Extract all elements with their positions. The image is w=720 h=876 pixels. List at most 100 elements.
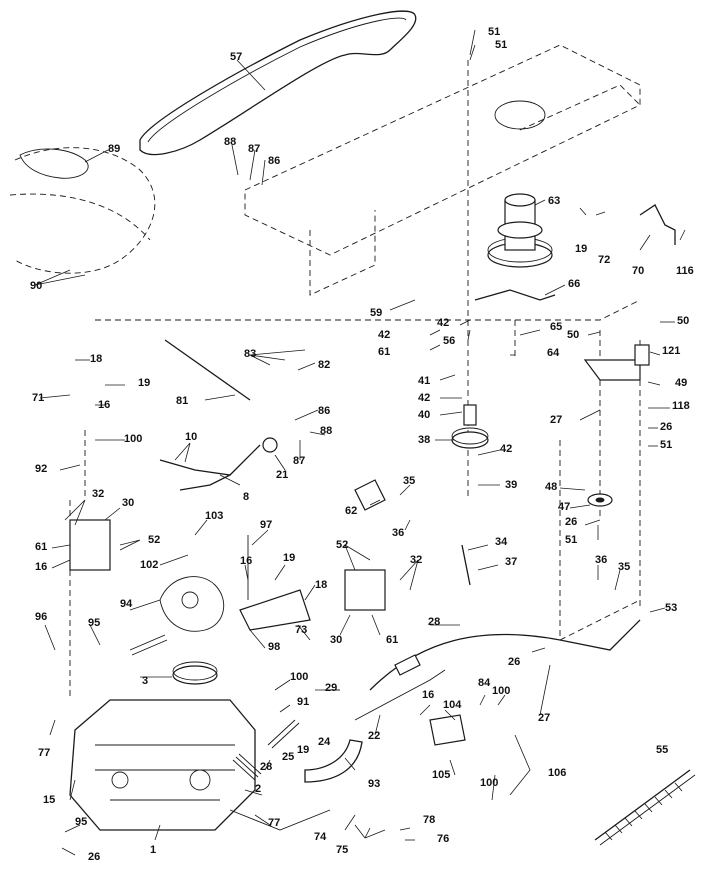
label-86: 86 (268, 155, 281, 167)
label-26: 26 (508, 656, 521, 668)
label-88: 88 (320, 425, 333, 437)
label-91: 91 (297, 696, 310, 708)
label-77: 77 (268, 817, 281, 829)
label-61: 61 (378, 346, 391, 358)
label-51: 51 (660, 439, 673, 451)
fan (159, 576, 225, 632)
label-30: 30 (330, 634, 343, 646)
label-118: 118 (672, 400, 690, 412)
label-34: 34 (495, 536, 508, 548)
label-22: 22 (368, 730, 381, 742)
label-102: 102 (140, 559, 159, 571)
label-55: 55 (656, 744, 669, 756)
label-25: 25 (282, 751, 295, 763)
label-48: 48 (545, 481, 558, 493)
pulley-3 (172, 665, 218, 685)
label-57: 57 (230, 51, 243, 63)
label-92: 92 (35, 463, 48, 475)
label-24: 24 (318, 736, 331, 748)
label-47: 47 (558, 501, 571, 513)
label-94: 94 (120, 598, 133, 610)
drive-belt (139, 10, 417, 156)
label-26: 26 (565, 516, 578, 528)
label-106: 106 (548, 767, 567, 779)
label-3: 3 (142, 675, 149, 687)
label-18: 18 (90, 353, 103, 365)
label-71: 71 (32, 392, 45, 404)
label-39: 39 (505, 479, 518, 491)
label-90: 90 (30, 280, 43, 292)
label-50: 50 (677, 315, 690, 327)
label-2: 2 (255, 783, 262, 795)
label-38: 38 (418, 434, 431, 446)
label-40: 40 (418, 409, 431, 421)
label-37: 37 (505, 556, 518, 568)
label-76: 76 (437, 833, 450, 845)
label-27: 27 (538, 712, 551, 724)
label-61: 61 (35, 541, 48, 553)
label-16: 16 (422, 689, 435, 701)
label-65: 65 (550, 321, 563, 333)
label-87: 87 (293, 455, 306, 467)
label-27: 27 (550, 414, 563, 426)
label-63: 63 (548, 195, 561, 207)
label-75: 75 (336, 844, 349, 856)
label-81: 81 (176, 395, 189, 407)
label-53: 53 (665, 602, 678, 614)
label-61: 61 (386, 634, 399, 646)
label-42: 42 (418, 392, 431, 404)
label-19: 19 (138, 377, 151, 389)
label-16: 16 (240, 555, 253, 567)
label-121: 121 (662, 345, 681, 357)
label-105: 105 (432, 769, 451, 781)
label-42: 42 (500, 443, 513, 455)
label-83: 83 (244, 348, 257, 360)
label-72: 72 (598, 254, 611, 266)
leader-lines (34, 29, 686, 856)
label-29: 29 (325, 682, 338, 694)
pulley-38 (451, 431, 489, 449)
label-35: 35 (403, 475, 416, 487)
label-1: 1 (150, 844, 157, 856)
label-93: 93 (368, 778, 381, 790)
label-59: 59 (370, 307, 383, 319)
label-32: 32 (410, 554, 423, 566)
label-30: 30 (122, 497, 135, 509)
label-74: 74 (314, 831, 327, 843)
label-32: 32 (92, 488, 105, 500)
label-56: 56 (443, 335, 456, 347)
label-89: 89 (108, 143, 121, 155)
label-84: 84 (478, 677, 491, 689)
label-100: 100 (480, 777, 499, 789)
label-19: 19 (283, 552, 296, 564)
label-52: 52 (336, 539, 349, 551)
label-95: 95 (88, 617, 101, 629)
label-86: 86 (318, 405, 331, 417)
label-62: 62 (345, 505, 358, 517)
label-100: 100 (492, 685, 511, 697)
label-21: 21 (276, 469, 289, 481)
label-96: 96 (35, 611, 48, 623)
label-49: 49 (675, 377, 688, 389)
label-98: 98 (268, 641, 281, 653)
label-42: 42 (378, 329, 391, 341)
label-19: 19 (297, 744, 310, 756)
fender-outline (14, 147, 156, 274)
chassis-frame (244, 44, 641, 256)
label-77: 77 (38, 747, 51, 759)
label-36: 36 (392, 527, 405, 539)
label-16: 16 (35, 561, 48, 573)
label-26: 26 (88, 851, 101, 863)
label-28: 28 (260, 761, 273, 773)
label-26: 26 (660, 421, 673, 433)
label-100: 100 (124, 433, 143, 445)
label-36: 36 (595, 554, 608, 566)
label-70: 70 (632, 265, 645, 277)
spring-55 (594, 769, 691, 841)
label-15: 15 (43, 794, 56, 806)
label-50: 50 (567, 329, 580, 341)
label-10: 10 (185, 431, 198, 443)
label-78: 78 (423, 814, 436, 826)
label-73: 73 (295, 624, 308, 636)
